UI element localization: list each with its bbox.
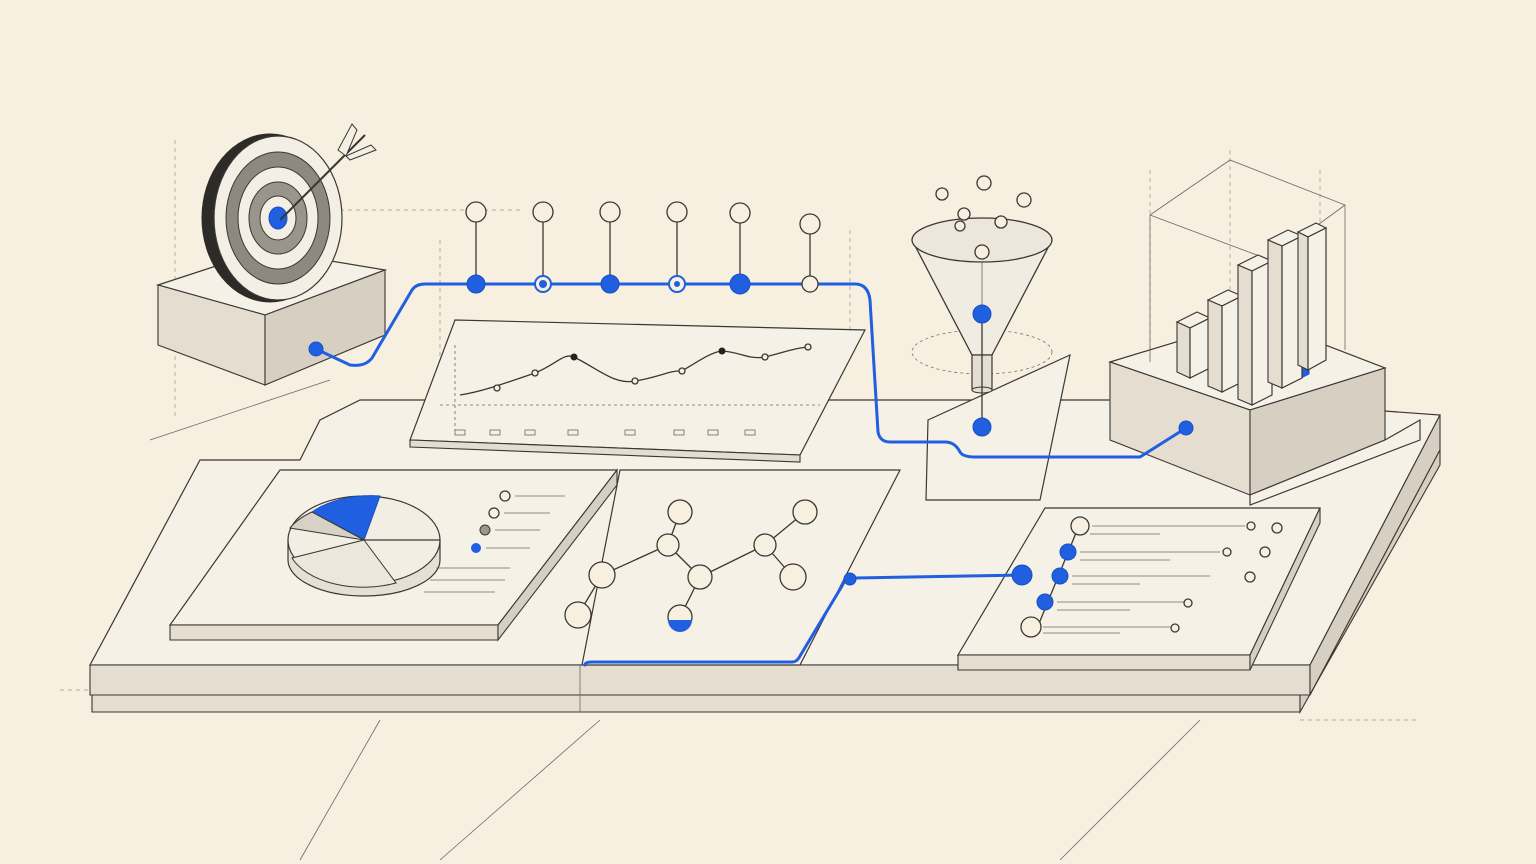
funnel-particle (974, 244, 990, 260)
funnel-particle (976, 175, 992, 191)
chart-point (761, 353, 769, 361)
graph-node (656, 533, 680, 557)
bar-chart-3d (1108, 159, 1421, 506)
connector-dot (843, 572, 857, 586)
connector-dot (972, 304, 992, 324)
arrow-icon (279, 123, 377, 221)
funnel-particle (957, 207, 971, 221)
milestone-marker (532, 201, 554, 223)
connector-dot (972, 417, 992, 437)
bar (1296, 222, 1328, 372)
pie-chart-panel (168, 468, 619, 642)
connector-dot (308, 341, 324, 357)
pie-legend (424, 490, 565, 593)
graph-node (564, 601, 592, 629)
chart-point (493, 384, 501, 392)
bar (1236, 254, 1274, 406)
chart-point (804, 343, 812, 351)
graph-node (792, 499, 818, 525)
line-chart-panel (409, 319, 866, 463)
chart-point (678, 367, 686, 375)
connector-dot (729, 273, 751, 295)
connector-dot (539, 280, 547, 288)
milestone-marker (729, 202, 751, 224)
chart-point (718, 347, 726, 355)
connector-dot (466, 274, 486, 294)
funnel-particle (994, 215, 1008, 229)
target-icon (201, 133, 343, 303)
connector-dot (1011, 564, 1033, 586)
milestone-marker (599, 201, 621, 223)
connector-dot (600, 274, 620, 294)
bar (1175, 311, 1212, 379)
graph-node (588, 561, 616, 589)
connector-path (308, 273, 1194, 667)
chart-ticks (454, 429, 756, 436)
bar (1266, 229, 1304, 389)
chart-point (531, 369, 539, 377)
connector-dot (1178, 420, 1194, 436)
funnel-icon (911, 175, 1071, 501)
connector-dot (674, 281, 680, 287)
milestone-timeline (465, 201, 821, 284)
funnel-particle (1016, 192, 1032, 208)
milestone-marker (666, 201, 688, 223)
funnel-particle (954, 220, 966, 232)
bar (1206, 289, 1244, 393)
graph-node (667, 499, 693, 525)
chart-point (570, 353, 578, 361)
graph-node (687, 564, 713, 590)
milestone-marker (465, 201, 487, 223)
graph-node (753, 533, 777, 557)
list-panel (956, 507, 1321, 671)
funnel-particle (935, 187, 949, 201)
graph-node (779, 563, 807, 591)
chart-point (631, 377, 639, 385)
milestone-marker (799, 213, 821, 235)
node-graph-panel (564, 469, 901, 666)
connector-dot (801, 275, 819, 293)
